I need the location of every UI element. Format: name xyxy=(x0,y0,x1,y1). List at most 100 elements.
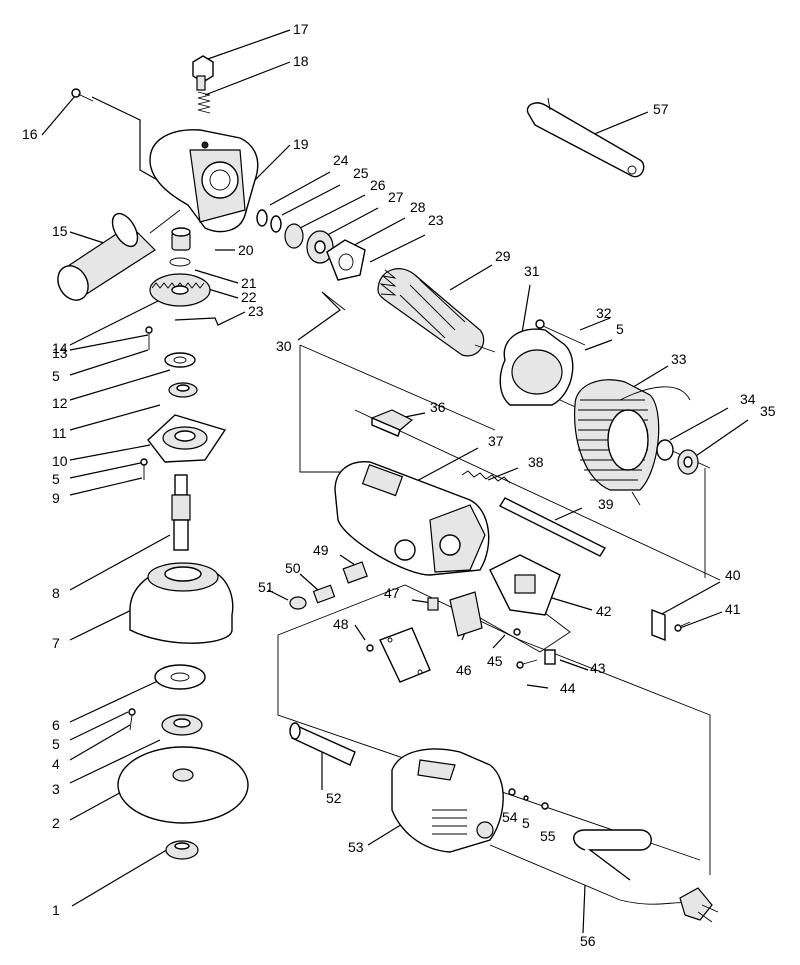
part-56-power-cord xyxy=(489,829,719,923)
part-52-handle-rod xyxy=(289,722,356,766)
label-31: 31 xyxy=(524,263,540,279)
part-19-gear-housing xyxy=(149,129,259,233)
part-2-grinding-disc xyxy=(117,746,249,824)
part-37-motor-housing xyxy=(334,461,490,576)
label-5d: 5 xyxy=(616,321,624,337)
label-27: 27 xyxy=(388,189,404,205)
label-22: 22 xyxy=(241,289,257,305)
part-44-screw xyxy=(516,659,538,669)
label-4: 4 xyxy=(52,756,60,772)
label-2: 2 xyxy=(52,815,60,831)
part-40-cable-clamp xyxy=(651,608,666,642)
part-7-wheel-guard xyxy=(129,562,234,644)
part-57-spanner-wrench xyxy=(526,97,645,178)
label-1: 1 xyxy=(52,902,60,918)
part-16-screw xyxy=(71,88,94,102)
label-15: 15 xyxy=(52,223,68,239)
part-54-nut xyxy=(508,788,516,796)
label-37: 37 xyxy=(488,433,504,449)
part-4-inner-flange xyxy=(161,714,203,736)
label-14: 14 xyxy=(52,340,68,356)
part-21-bearing xyxy=(169,227,191,267)
label-25: 25 xyxy=(353,165,369,181)
label-8: 8 xyxy=(52,585,60,601)
label-33: 33 xyxy=(671,351,687,367)
label-36: 36 xyxy=(430,399,446,415)
label-12: 12 xyxy=(52,395,68,411)
label-52: 52 xyxy=(326,790,342,806)
part-35-bearing xyxy=(677,449,699,475)
label-20: 20 xyxy=(238,242,254,258)
label-30: 30 xyxy=(276,338,292,354)
label-48: 48 xyxy=(333,616,349,632)
part-30-screw xyxy=(321,291,346,311)
label-49: 49 xyxy=(313,542,329,558)
label-32: 32 xyxy=(596,305,612,321)
part-1-lock-nut xyxy=(165,840,199,860)
part-42-switch xyxy=(489,554,561,616)
part-6-clamp-plate xyxy=(154,664,206,690)
label-23b: 23 xyxy=(428,212,444,228)
leader-lines xyxy=(41,29,749,934)
label-26: 26 xyxy=(370,177,386,193)
part-29-armature xyxy=(377,268,496,357)
label-45: 45 xyxy=(487,653,503,669)
label-5c: 5 xyxy=(52,368,60,384)
label-13: 13 xyxy=(52,345,68,361)
part-55-screw xyxy=(541,802,549,810)
label-54: 54 xyxy=(502,809,518,825)
part-43-clamp-plate xyxy=(544,649,556,665)
label-10: 10 xyxy=(52,453,68,469)
label-11: 11 xyxy=(52,425,67,441)
part-11-bearing xyxy=(168,382,198,398)
label-23a: 23 xyxy=(248,303,264,319)
part-45-screw xyxy=(513,628,521,636)
label-39: 39 xyxy=(598,496,614,512)
label-51: 51 xyxy=(258,579,274,595)
label-47: 47 xyxy=(384,585,400,601)
part-47-carbon-brush xyxy=(427,597,439,611)
label-42: 42 xyxy=(596,603,612,619)
part-49-brush-holder-tube xyxy=(342,561,368,584)
label-5a: 5 xyxy=(52,736,60,752)
label-5b: 5 xyxy=(52,471,60,487)
label-44: 44 xyxy=(560,680,576,696)
label-28: 28 xyxy=(410,199,426,215)
part-39-switch-rod xyxy=(498,497,607,557)
label-53: 53 xyxy=(348,839,364,855)
part-34-washer xyxy=(656,439,674,461)
label-56: 56 xyxy=(580,933,596,949)
part-25-ring xyxy=(270,215,282,233)
part-12-retainer xyxy=(164,352,196,368)
part-50-brush xyxy=(312,584,336,604)
part-15-side-handle xyxy=(57,209,181,301)
part-33-field-coil xyxy=(573,379,691,506)
part-48-cover-plate xyxy=(366,627,431,683)
part-27-bearing xyxy=(306,230,334,264)
label-57: 57 xyxy=(653,101,669,117)
part-28-bearing-plate xyxy=(326,239,366,281)
part-38-spring xyxy=(461,470,511,484)
part-51-brush-cap xyxy=(289,596,307,610)
label-7: 7 xyxy=(52,635,60,651)
label-35: 35 xyxy=(760,403,776,419)
label-43: 43 xyxy=(590,660,606,676)
part-17-lock-button xyxy=(192,55,214,91)
label-6: 6 xyxy=(52,717,60,733)
label-50: 50 xyxy=(285,560,301,576)
label-46: 46 xyxy=(456,662,472,678)
label-18: 18 xyxy=(293,53,309,69)
part-13-screw xyxy=(145,326,153,350)
part-5-screw xyxy=(128,708,136,731)
label-24: 24 xyxy=(333,152,349,168)
label-55: 55 xyxy=(540,828,556,844)
part-9-screw xyxy=(140,458,148,480)
part-41-screw xyxy=(674,621,691,632)
part-14-bevel-gear xyxy=(149,273,211,307)
label-29: 29 xyxy=(495,248,511,264)
part-24-ring xyxy=(256,209,268,227)
label-5e: 5 xyxy=(522,815,530,831)
label-40: 40 xyxy=(725,567,741,583)
